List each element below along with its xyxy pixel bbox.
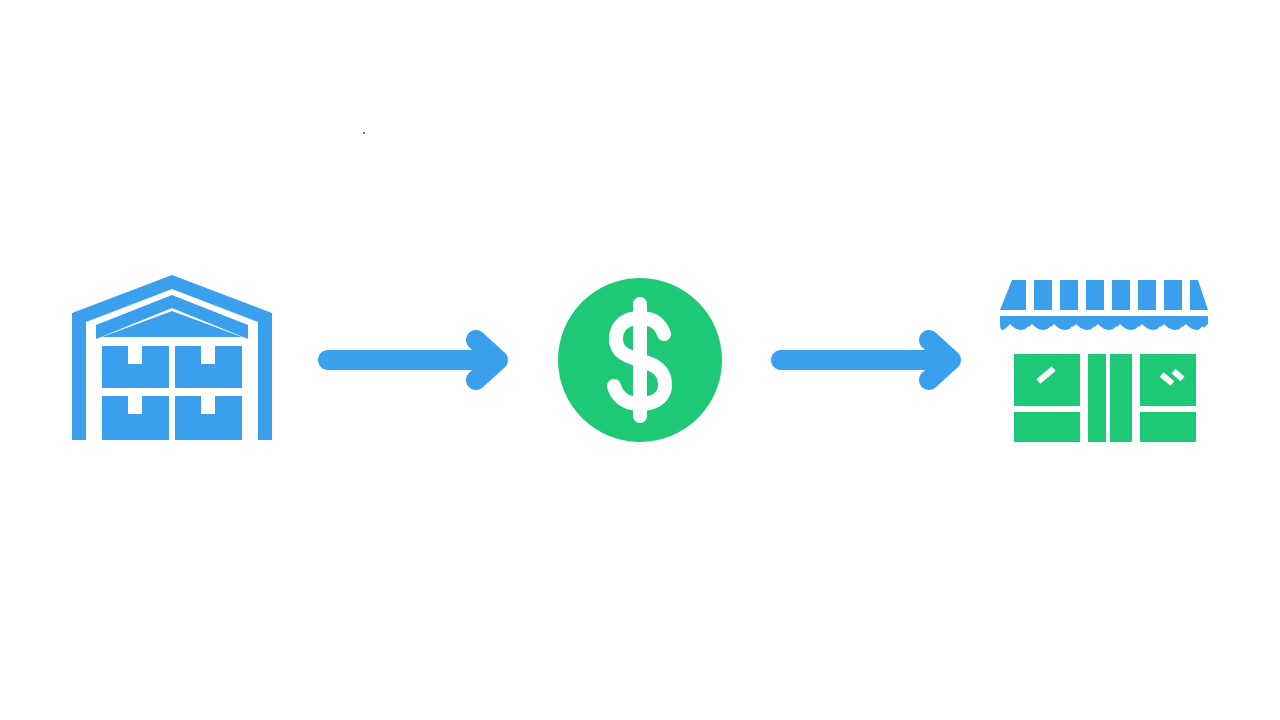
warehouse-icon [72,275,272,440]
storefront-icon [1000,280,1210,442]
arrow-right-icon [771,330,961,390]
arrow-right-icon [318,330,508,390]
dollar-sign-icon [558,278,722,442]
stray-dot [363,132,365,134]
